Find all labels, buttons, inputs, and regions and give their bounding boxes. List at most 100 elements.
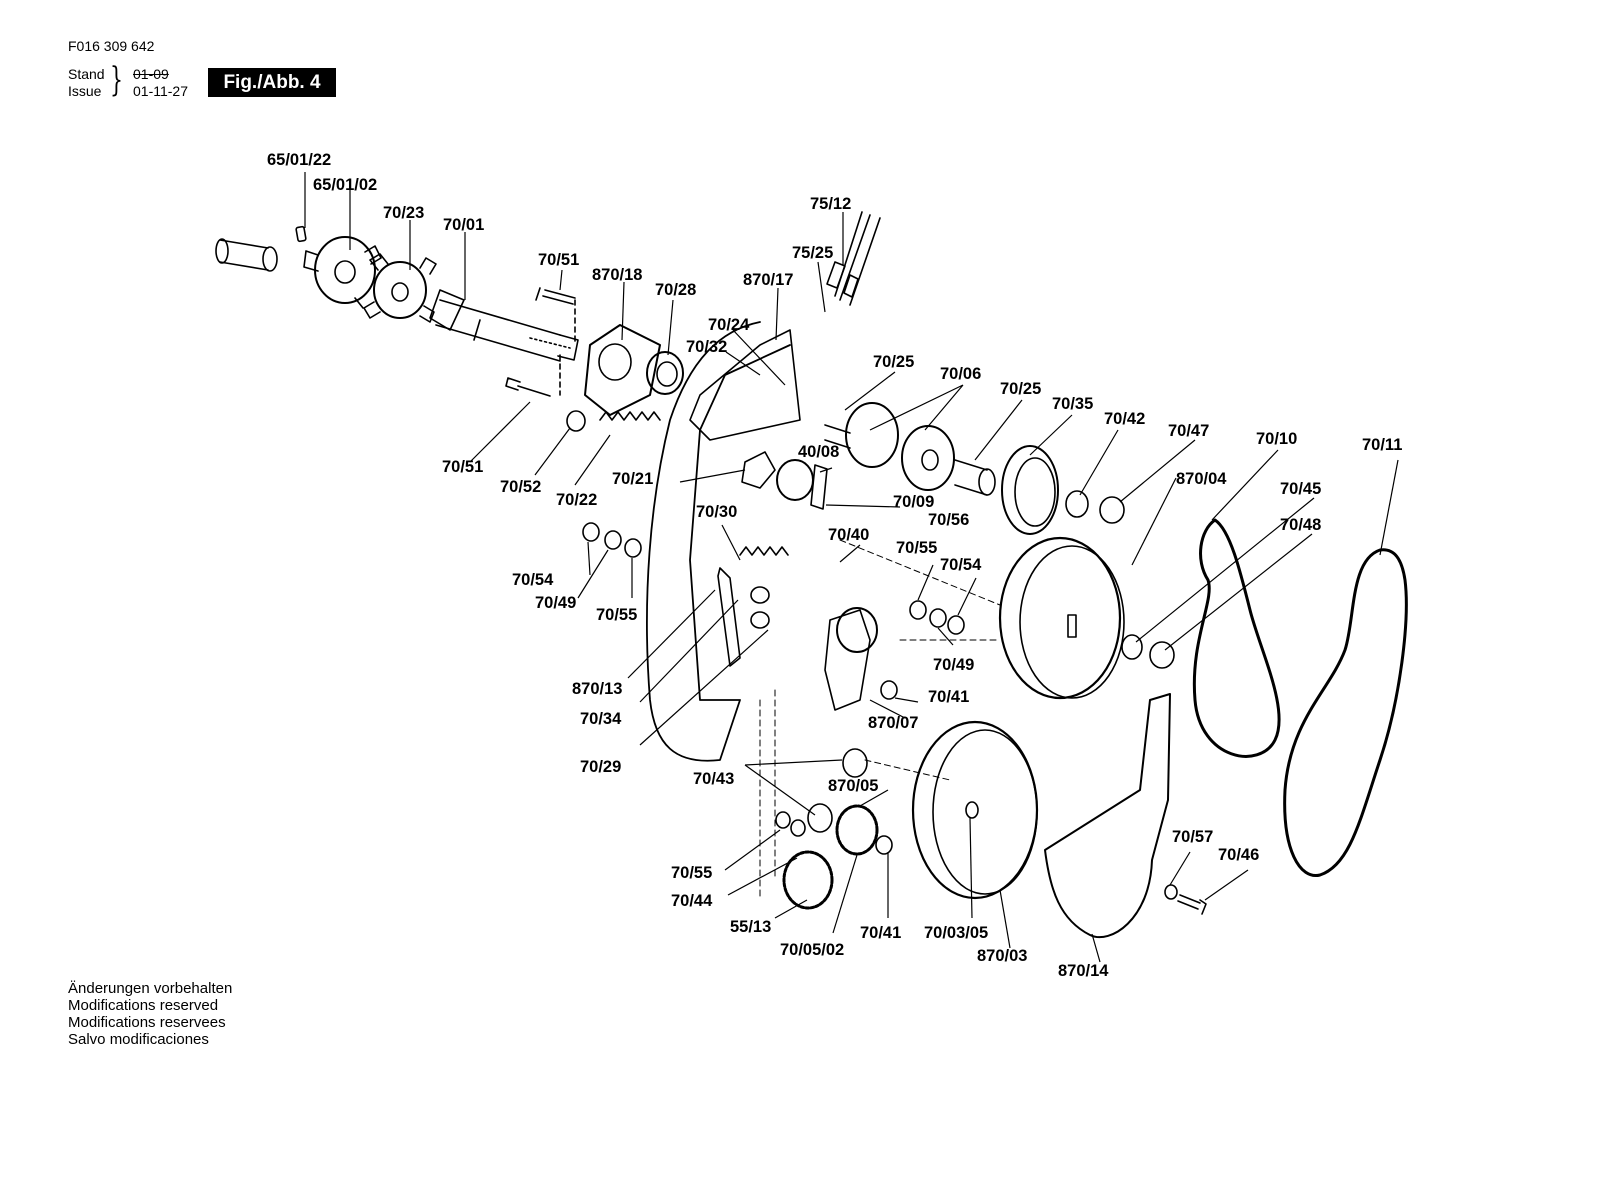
callout-label: 70/01 [443,216,484,234]
document-number: F016 309 642 [68,38,155,54]
callout-label: 75/12 [810,195,851,213]
callout-label: 70/48 [1280,516,1321,534]
callout-label: 870/18 [592,266,642,284]
nut-70-54-right [947,615,965,635]
callout-label: 70/28 [655,281,696,299]
callout-label: 70/45 [1280,480,1321,498]
washer-70-55-bottom [775,811,791,829]
callout-label: 70/35 [1052,395,1093,413]
gear-70-44 [782,850,834,910]
spacer-70-43-upper [842,748,868,778]
washer-70-49-left [604,530,622,550]
callout-label: 70/25 [873,353,914,371]
gear-870-05 [835,804,879,856]
callout-label: 70/24 [708,316,750,334]
washer-70-55-right [909,600,927,620]
link-40-08 [810,464,828,510]
issue-label: Issue [68,83,102,99]
washer-70-42 [1065,490,1089,518]
bushing-upper [750,586,770,604]
bracket-70-21 [741,451,776,489]
belt-70-10 [1192,518,1281,758]
callout-label: 70/40 [828,526,869,544]
washer-70-45 [1121,634,1143,660]
shaft-stub [215,238,278,272]
pulley-870-04-slot [1067,614,1077,638]
lever-870-13 [717,567,741,667]
callout-label: 70/05/02 [780,941,844,959]
callout-label: 870/14 [1058,962,1109,980]
stand-label: Stand [68,66,105,82]
spring-part [599,411,661,421]
washer-55-13 [790,819,806,837]
tensioner-arm [824,609,871,711]
callout-label: 870/05 [828,777,878,795]
bushing-lower [750,611,770,629]
stand-previous-date-text: 01-09 [133,66,169,82]
washer-70-55-left [624,538,642,558]
drive-shaft [429,289,579,362]
nut-70-48 [1149,641,1175,669]
callout-label: 70/30 [696,503,737,521]
pulley-870-03-inner [932,729,1038,895]
bolt-guide-dashes [559,299,576,396]
coupling-part [295,225,382,309]
stand-previous-date: 01-09 [133,66,169,82]
brace-icon: } [110,60,123,100]
callout-label: 70/10 [1256,430,1297,448]
housing-inner [689,329,801,441]
alignment-dashes [759,539,1001,901]
callout-label: 870/07 [868,714,918,732]
callout-label: 870/17 [743,271,793,289]
pulley-870-03-hole [965,801,979,819]
callout-label: 70/55 [596,606,637,624]
washer-70-54-left [582,522,600,542]
callout-label: 870/03 [977,947,1027,965]
washer-70-49-right [929,608,947,628]
callout-label: 70/09 [893,493,934,511]
callout-label: 70/49 [933,656,974,674]
callout-label: 70/43 [693,770,734,788]
callout-label: 70/55 [896,539,937,557]
pulley-70-35 [1001,445,1059,535]
pulley-70-06-back [901,425,955,491]
callout-label: 70/23 [383,204,424,222]
screw-70-46 [1177,894,1207,915]
callout-label: 70/55 [671,864,712,882]
callout-label: 55/13 [730,918,771,936]
callout-label: 65/01/02 [313,176,377,194]
control-cables [834,211,881,306]
figure-badge: Fig./Abb. 4 [208,68,336,97]
callout-label: 40/08 [798,443,839,461]
callout-label: 70/11 [1362,436,1402,454]
bolt-upper [535,287,576,305]
callout-label: 70/06 [940,365,981,383]
pulley-70-06-hole [921,449,939,471]
sleeve-70-25 [954,459,988,496]
sleeve-70-25-end [978,468,996,496]
housing-plate [646,321,791,762]
pulley-70-35-inner [1014,457,1056,527]
callout-label: 65/01/22 [267,151,331,169]
callout-labels: 65/01/22 65/01/02 70/23 70/01 70/51 870/… [267,151,1402,980]
pulley-870-04 [998,536,1122,700]
callout-label: 70/41 [860,924,901,942]
tensioner-pulley [836,607,878,653]
leader-lines [304,172,1399,963]
note-line: Modifications reservees [68,1014,226,1031]
pulley-870-04-rim [1019,545,1125,699]
callout-label: 75/25 [792,244,833,262]
callout-label: 70/22 [556,491,597,509]
belt-guard-870-14 [1044,693,1171,939]
callout-label: 70/54 [512,571,554,589]
pulley-70-06-front [845,402,899,468]
callout-label: 70/54 [940,556,982,574]
callout-label: 70/49 [535,594,576,612]
washer-70-52 [566,410,586,432]
callout-label: 870/04 [1176,470,1227,488]
bolt-lower [505,377,551,397]
washer-70-57 [1164,884,1178,900]
callout-label: 70/25 [1000,380,1041,398]
spacer-70-43-lower [807,803,833,833]
